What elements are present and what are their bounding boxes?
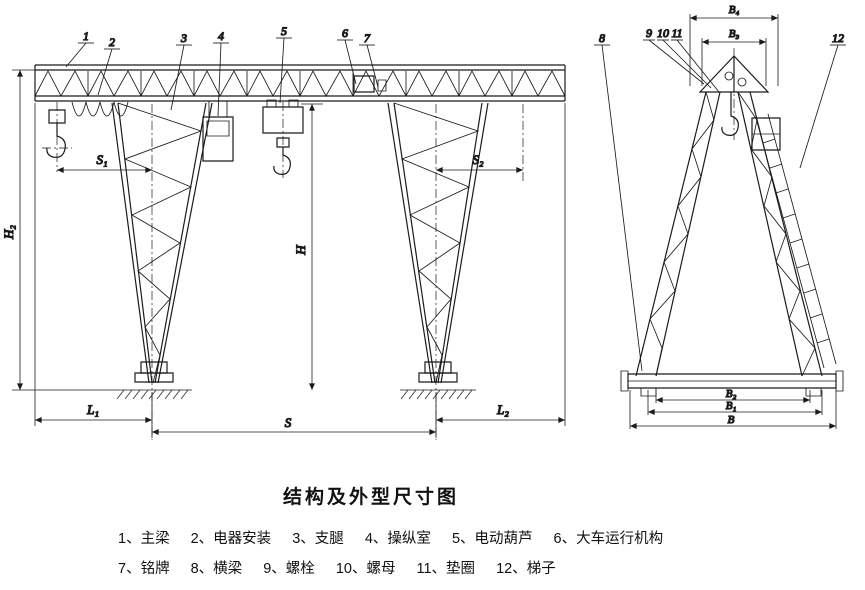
right-leg xyxy=(388,103,488,440)
callout-4-label: 4 xyxy=(218,29,224,43)
electric-hoist xyxy=(263,100,303,178)
dim-label-b3: B₃ xyxy=(729,28,740,40)
callout-9-label: 9 xyxy=(646,26,652,40)
dim-label-b4: B₄ xyxy=(729,4,740,16)
legend-item-9: 9、螺栓 xyxy=(263,561,315,577)
main-girder xyxy=(35,65,565,101)
callout-9: 9 xyxy=(643,25,704,84)
dimension-h xyxy=(301,104,323,390)
ground-hatch-right xyxy=(400,390,476,399)
callout-8: 8 xyxy=(594,30,642,371)
dimension-h2 xyxy=(12,70,116,390)
dimension-b2 xyxy=(656,390,810,403)
parts-legend: 1、主梁 2、电器安装 3、支腿 4、操纵室 5、电动葫芦 6、大车运行机构 7… xyxy=(118,524,680,584)
legend-item-6: 6、大车运行机构 xyxy=(553,531,664,547)
legend-row-2: 7、铭牌 8、横梁 9、螺栓 10、螺母 11、垫圈 12、梯子 xyxy=(118,554,680,584)
legend-item-4: 4、操纵室 xyxy=(364,531,431,547)
legend-item-7: 7、铭牌 xyxy=(118,561,170,577)
side-left-leg xyxy=(636,92,720,376)
legend-item-12: 12、梯子 xyxy=(496,561,556,577)
callout-1: 1 xyxy=(66,28,94,67)
left-leg xyxy=(112,103,212,440)
callout-12-label: 12 xyxy=(832,31,844,45)
ladder xyxy=(756,114,836,368)
front-view: H₂ H S₁ S₂ L₁ xyxy=(0,23,565,440)
legend-item-5: 5、电动葫芦 xyxy=(451,531,533,547)
callout-10: 10 xyxy=(656,25,711,88)
dim-label-b2: B₂ xyxy=(726,388,737,400)
dim-label-s: S xyxy=(285,415,292,430)
machinery-box xyxy=(752,118,780,150)
ground-hatch-left xyxy=(116,390,192,399)
dim-label-b: B xyxy=(728,414,735,426)
left-hook xyxy=(42,102,72,172)
travel-mechanism xyxy=(354,76,374,92)
legend-item-11: 11、垫圈 xyxy=(416,561,476,577)
dimension-l1-s-l2 xyxy=(35,103,565,438)
dim-label-l2: L₂ xyxy=(496,402,509,417)
dimension-b1 xyxy=(648,390,822,415)
callout-8-label: 8 xyxy=(599,31,605,45)
dim-label-b1: B₁ xyxy=(726,400,737,412)
callout-7-label: 7 xyxy=(364,31,371,45)
side-hook xyxy=(722,92,739,135)
legend-item-2: 2、电器安装 xyxy=(190,531,272,547)
crane-structure-drawing: H₂ H S₁ S₂ L₁ xyxy=(0,3,865,460)
callout-3-label: 3 xyxy=(180,31,187,45)
dim-label-l1: L₁ xyxy=(86,402,99,417)
legend-row-1: 1、主梁 2、电器安装 3、支腿 4、操纵室 5、电动葫芦 6、大车运行机构 xyxy=(118,524,680,554)
operator-cab xyxy=(203,101,233,161)
dim-label-h2: H₂ xyxy=(1,225,16,240)
callout-2-label: 2 xyxy=(109,35,115,49)
callout-4: 4 xyxy=(213,28,229,116)
callout-10-label: 10 xyxy=(657,26,669,40)
callout-1-label: 1 xyxy=(83,29,89,43)
dim-label-s2: S₂ xyxy=(472,152,484,167)
legend-item-3: 3、支腿 xyxy=(292,531,344,547)
dimension-b xyxy=(630,390,836,429)
dim-label-s1: S₁ xyxy=(96,152,107,167)
callout-2: 2 xyxy=(98,34,120,95)
dim-label-h: H xyxy=(293,245,308,256)
dimension-b3 xyxy=(702,38,766,86)
legend-item-8: 8、横梁 xyxy=(190,561,243,577)
callout-6-label: 6 xyxy=(342,26,348,40)
dimension-b4 xyxy=(690,14,778,86)
legend-item-1: 1、主梁 xyxy=(118,531,170,547)
callout-7: 7 xyxy=(359,30,378,87)
drawing-title: 结构及外型尺寸图 xyxy=(282,487,459,508)
callout-11-label: 11 xyxy=(671,26,682,40)
callout-5-label: 5 xyxy=(281,24,287,38)
callout-5: 5 xyxy=(276,23,292,103)
end-beam xyxy=(621,371,843,396)
callout-12: 12 xyxy=(800,30,846,168)
side-view: B₄ B₃ B₂ B₁ xyxy=(594,3,846,429)
legend-item-10: 10、螺母 xyxy=(335,561,396,577)
apex-assembly xyxy=(700,48,768,140)
callout-3: 3 xyxy=(171,30,192,110)
festoon-cables xyxy=(72,102,128,116)
callout-6: 6 xyxy=(337,25,356,84)
callout-11: 11 xyxy=(671,25,719,92)
